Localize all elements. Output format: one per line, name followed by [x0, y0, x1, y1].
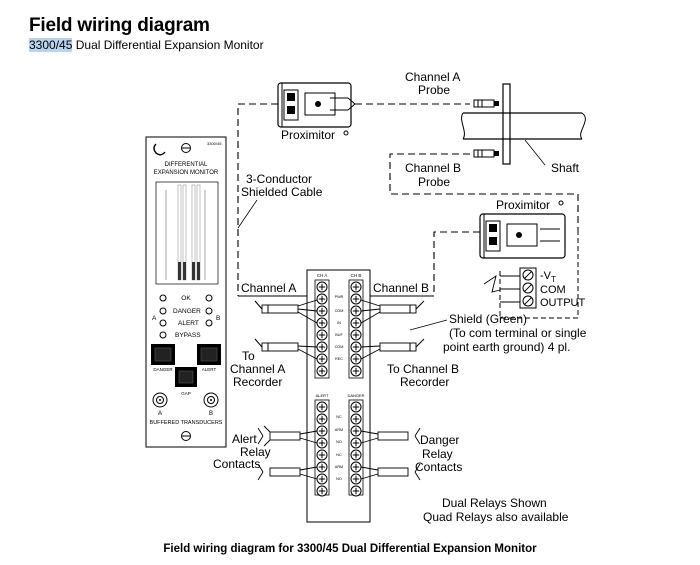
tb-rel-0: NC	[336, 415, 342, 419]
ok-led-a	[159, 294, 167, 302]
led-a-label: A	[152, 315, 157, 322]
cable-label-1: 3-Conductor	[246, 172, 312, 186]
channel-a-probe	[473, 99, 499, 108]
model-number: 3300/45	[29, 38, 73, 52]
tb-sig-3: BUF	[335, 333, 343, 337]
alert-label: ALERT	[178, 320, 199, 327]
tb-danger: DANGER	[347, 393, 364, 398]
cable-label-2: Shielded Cable	[241, 185, 323, 199]
bypass-label: BYPASS	[175, 332, 201, 339]
channel-a-probe-label-2: Probe	[418, 83, 450, 97]
shield-label-1: Shield (Green)	[449, 312, 527, 326]
channel-b-probe-label-2: Probe	[418, 175, 450, 189]
page-subtitle: 3300/45 Dual Differential Expansion Moni…	[29, 38, 264, 52]
proximitor-b-label: Proximitor	[496, 198, 550, 212]
danger-button-label: DANGER	[153, 367, 173, 372]
relay-note-2: Quad Relays also available	[423, 510, 569, 524]
tb-sig-0: PWR	[335, 295, 344, 299]
tb-rel-2: NO	[336, 440, 342, 444]
alert-relay-2: Relay	[240, 445, 271, 459]
tb-rel-1: ARM	[335, 428, 343, 432]
shield-label-2: (To com terminal or single	[449, 326, 587, 340]
output-label: OUTPUT	[540, 297, 586, 309]
alert-relay-wiring	[257, 425, 318, 481]
tb-rel-4: ARM	[335, 465, 343, 469]
channel-b-probe-label-1: Channel B	[405, 161, 461, 175]
alert-relay-3: Contacts	[213, 457, 260, 471]
vt-label: -VT	[540, 270, 556, 284]
channel-b-probe-cable	[389, 153, 579, 230]
tb-sig-2: IN	[337, 321, 341, 325]
buffered-a-label: A	[158, 411, 162, 417]
relay-note-1: Dual Relays Shown	[442, 496, 547, 510]
channel-b-label: Channel B	[373, 281, 429, 295]
channel-b-proximitor	[479, 213, 566, 259]
panel-name-2: EXPANSION MONITOR	[154, 170, 219, 176]
channel-a-field-cable	[237, 103, 278, 296]
proximitor-a-label: Proximitor	[281, 128, 335, 142]
channel-a-probe-label-1: Channel A	[405, 70, 460, 84]
danger-relay-1: Danger	[420, 433, 459, 447]
proximitor-b-terminals	[519, 267, 537, 309]
channel-b-field-cable	[433, 231, 480, 296]
to-b-recorder-1: To Channel B	[387, 362, 459, 376]
bar-graph-b	[191, 184, 201, 281]
alert-relay-1: Alert	[232, 432, 257, 446]
shield-label-3: point earth ground) 4 pl.	[443, 340, 570, 354]
bar-graph-a	[177, 184, 187, 281]
subtitle-text: Dual Differential Expansion Monitor	[72, 38, 264, 52]
danger-label: DANGER	[173, 308, 201, 315]
ok-label: OK	[181, 295, 191, 302]
to-a-recorder-3: Recorder	[233, 375, 282, 389]
channel-a-proximitor	[277, 82, 356, 128]
channel-b-wiring	[360, 295, 434, 360]
channel-a-wiring	[238, 295, 318, 360]
tb-sig-5: REC	[335, 357, 343, 361]
tb-ch-a: CH A	[317, 273, 328, 278]
page-title: Field wiring diagram	[29, 15, 210, 36]
channel-a-label: Channel A	[241, 281, 296, 295]
ok-led-b	[205, 294, 213, 302]
to-b-recorder-2: Recorder	[400, 375, 449, 389]
com-label: COM	[540, 284, 566, 296]
tb-sig-4: COM	[335, 345, 344, 349]
led-b-label: B	[216, 315, 220, 322]
danger-relay-wiring	[360, 427, 421, 481]
tb-rel-5: NO	[336, 477, 342, 481]
panel-part-number: 3300/45	[207, 141, 222, 146]
to-a-recorder-1: To	[242, 349, 255, 363]
tb-sig-1: COM	[335, 309, 344, 313]
shaft	[461, 83, 586, 165]
buffered-b-label: B	[209, 411, 213, 417]
tb-rel-3: NC	[336, 453, 342, 457]
channel-b-probe	[473, 149, 499, 158]
terminal-block: CH A CH B PWR COM IN BUF COM REC ALERT D…	[306, 269, 371, 523]
danger-relay-2: Relay	[422, 447, 453, 461]
panel-name-1: DIFFERENTIAL	[165, 162, 208, 168]
buffered-transducers-label: BUFFERED TRANSDUCERS	[150, 420, 223, 426]
tb-alert: ALERT	[316, 393, 329, 398]
figure-caption: Field wiring diagram for 3300/45 Dual Di…	[163, 543, 537, 555]
to-a-recorder-2: Channel A	[230, 362, 285, 376]
shaft-label: Shaft	[551, 161, 580, 175]
monitor-front-panel: 3300/45 DIFFERENTIAL EXPANSION MONITOR O…	[145, 136, 227, 448]
bar-graph-scale	[165, 190, 206, 280]
danger-relay-3: Contacts	[415, 460, 462, 474]
gap-label: GAP	[181, 391, 191, 396]
tb-ch-b: CH B	[351, 273, 362, 278]
alert-button-label: ALERT	[202, 367, 217, 372]
